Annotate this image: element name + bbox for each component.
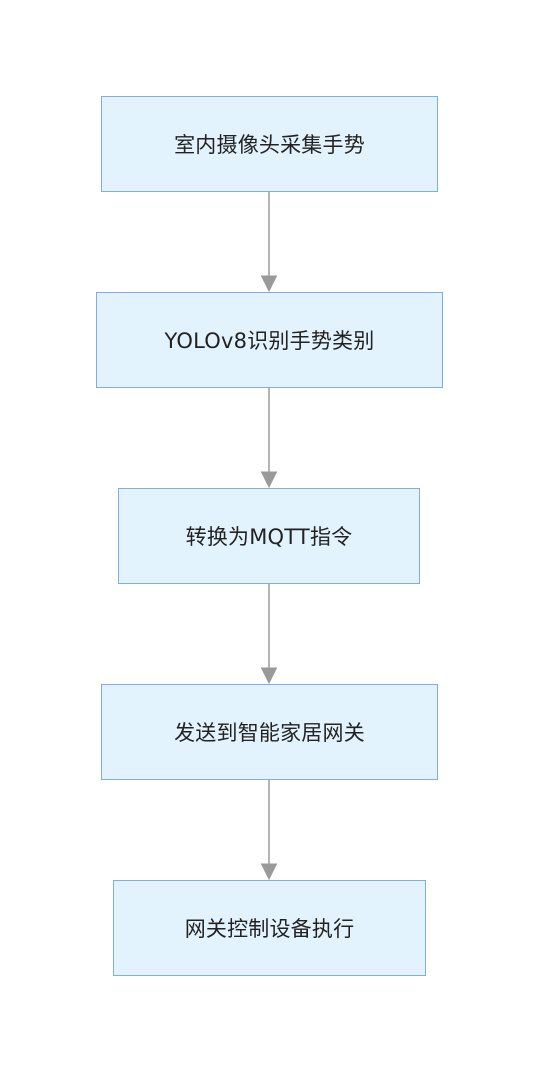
edge-3-4	[260, 584, 278, 685]
node-gateway-control: 网关控制设备执行	[113, 880, 426, 976]
edge-2-3	[260, 388, 278, 489]
arrowhead-icon	[260, 471, 278, 489]
node-send-to-gateway: 发送到智能家居网关	[101, 684, 438, 780]
node-label: 发送到智能家居网关	[174, 721, 365, 745]
node-label: 转换为MQTT指令	[185, 525, 353, 549]
node-label: YOLOv8识别手势类别	[164, 329, 375, 353]
arrowhead-icon	[260, 863, 278, 881]
node-label: 网关控制设备执行	[184, 917, 355, 941]
arrowhead-icon	[260, 275, 278, 293]
edge-1-2	[260, 192, 278, 293]
node-camera-capture: 室内摄像头采集手势	[101, 96, 438, 192]
node-mqtt-conversion: 转换为MQTT指令	[118, 488, 420, 584]
node-label: 室内摄像头采集手势	[174, 133, 365, 157]
node-yolo-recognition: YOLOv8识别手势类别	[96, 292, 443, 388]
edge-4-5	[260, 780, 278, 881]
arrowhead-icon	[260, 667, 278, 685]
